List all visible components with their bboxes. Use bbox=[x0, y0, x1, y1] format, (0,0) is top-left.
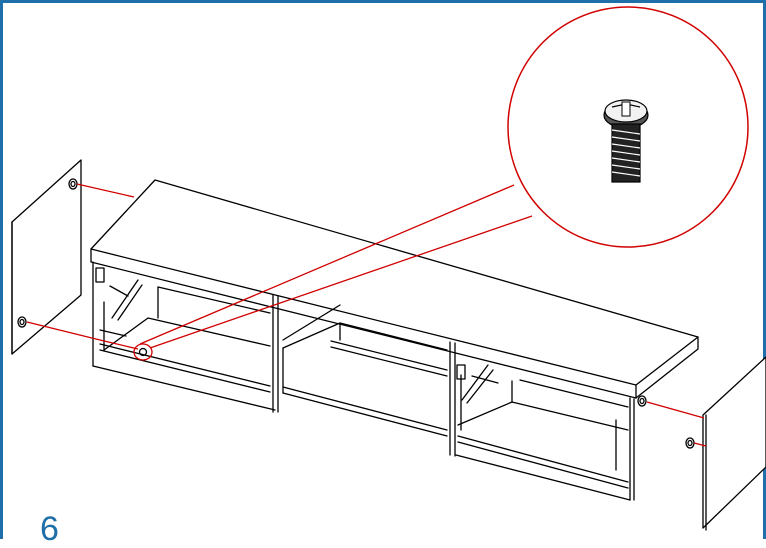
screw-icon bbox=[603, 99, 649, 183]
tv-stand-body bbox=[90, 179, 699, 501]
right-side-panel bbox=[637, 356, 766, 531]
step-number: 6 bbox=[40, 510, 59, 548]
left-side-panel bbox=[11, 159, 82, 355]
screw-location-marker bbox=[133, 343, 153, 361]
